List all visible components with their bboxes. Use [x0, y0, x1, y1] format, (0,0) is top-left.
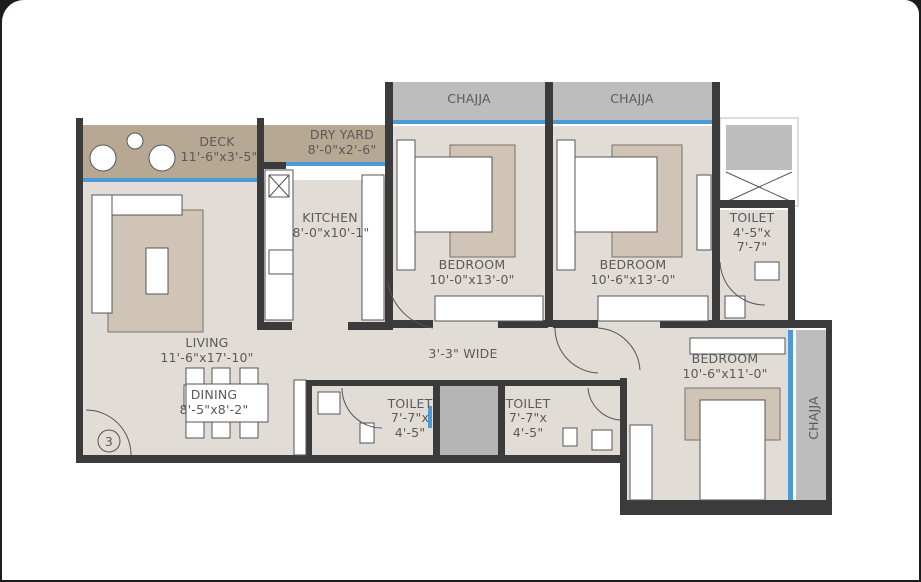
bedroom-3-size: 10'-6"x11'-0" [682, 366, 767, 381]
kitchen-size: 8'-0"x10'-1" [293, 225, 370, 240]
corridor-label: 3'-3" WIDE [428, 346, 497, 361]
room-labels: DECK 11'-6"x3'-5" DRY YARD 8'-0"x2'-6" K… [97, 91, 821, 453]
bedroom-3-label: BEDROOM [692, 351, 759, 366]
toilet-2-size-2: 4'-5" [513, 425, 544, 440]
dry-yard-size: 8'-0"x2'-6" [308, 142, 377, 157]
chajja-1-label: CHAJJA [447, 91, 491, 106]
deck-label: DECK [199, 134, 235, 149]
living-label: LIVING [185, 335, 228, 350]
bedroom-1-size: 10'-0"x13'-0" [429, 272, 514, 287]
furniture [85, 132, 786, 501]
toilet-1-size-2: 4'-5" [395, 425, 426, 440]
dining-size: 8'-5"x8'-2" [180, 402, 249, 417]
bedroom-2-size: 10'-6"x13'-0" [590, 272, 675, 287]
walls [76, 82, 832, 515]
deck-size: 11'-6"x3'-5" [181, 149, 258, 164]
kitchen-label: KITCHEN [302, 210, 358, 225]
toilet-right-size-2: 7'-7" [737, 239, 768, 254]
toilet-2-label: TOILET [505, 396, 551, 411]
toilet-right-label: TOILET [729, 210, 775, 225]
toilet-1-size-1: 7'-7"x [391, 410, 429, 425]
unit-number-circle [97, 429, 121, 453]
bedroom-1-label: BEDROOM [439, 257, 506, 272]
toilet-2-size-1: 7'-7"x [509, 410, 547, 425]
living-size: 11'-6"x17'-10" [160, 350, 253, 365]
dry-yard-area [264, 125, 385, 162]
unit-number: 3 [105, 434, 113, 449]
chajja-3-label: CHAJJA [806, 396, 821, 440]
dry-yard-label: DRY YARD [310, 127, 374, 142]
toilet-1-label: TOILET [387, 396, 433, 411]
dining-label: DINING [191, 387, 238, 402]
toilet-right-size-1: 4'-5"x [733, 225, 771, 240]
chajja-2 [553, 82, 712, 120]
chajja-1 [393, 82, 545, 120]
bedroom-2-label: BEDROOM [600, 257, 667, 272]
chajja-2-label: CHAJJA [610, 91, 654, 106]
